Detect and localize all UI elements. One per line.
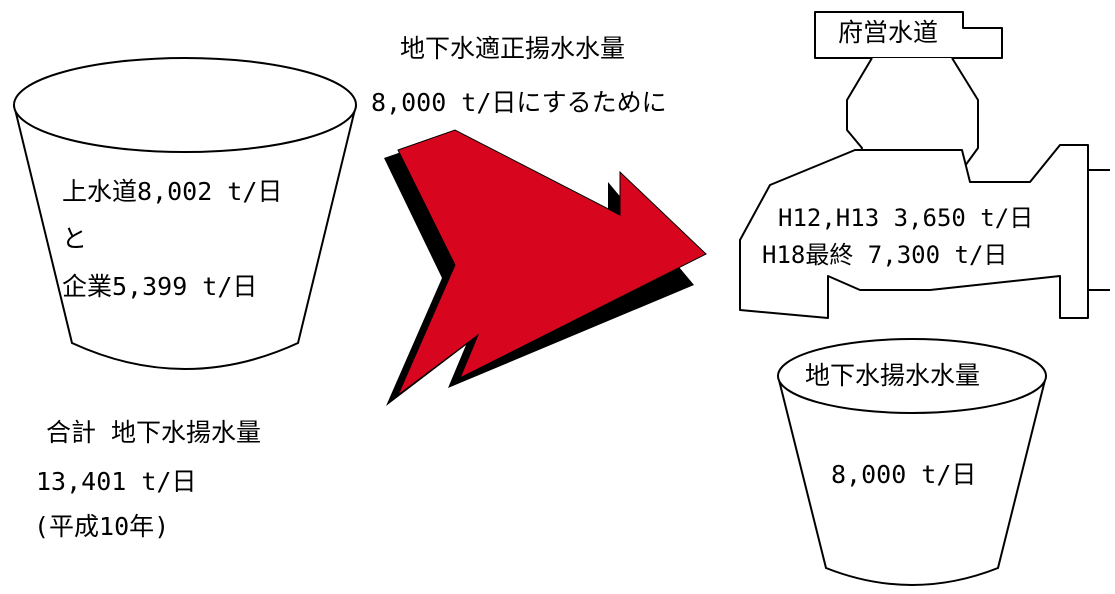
left-bucket-rim — [13, 57, 357, 153]
left-bucket — [13, 57, 357, 370]
total-line-1: 合計 地下水揚水量 — [46, 418, 262, 447]
faucet-line-2: H18最終 7,300 t/日 — [762, 241, 1008, 269]
faucet — [739, 11, 1110, 319]
faucet-body — [739, 144, 1089, 319]
total-line-2: 13,401 t/日 — [36, 467, 197, 496]
arrow-caption-line-1: 地下水適正揚水水量 — [400, 34, 626, 63]
right-bucket-rim — [777, 338, 1047, 414]
faucet-handle — [814, 11, 1003, 59]
right-bucket-value: 8,000 t/日 — [831, 460, 977, 489]
left-bucket-line-1: 上水道8,002 t/日 — [62, 177, 283, 206]
left-bucket-line-2: と — [62, 224, 88, 253]
right-bucket — [777, 338, 1047, 586]
arrow-caption-line-2: 8,000 t/日にするために — [371, 88, 667, 117]
right-bucket-title: 地下水揚水水量 — [805, 361, 981, 390]
faucet-label: 府営水道 — [838, 18, 939, 47]
left-bucket-body — [13, 104, 357, 370]
faucet-line-1: H12,H13 3,650 t/日 — [778, 204, 1034, 232]
total-line-3: (平成10年) — [34, 512, 170, 541]
right-arrow — [396, 129, 707, 397]
right-bucket-body — [777, 375, 1047, 586]
left-bucket-line-3: 企業5,399 t/日 — [62, 272, 258, 301]
